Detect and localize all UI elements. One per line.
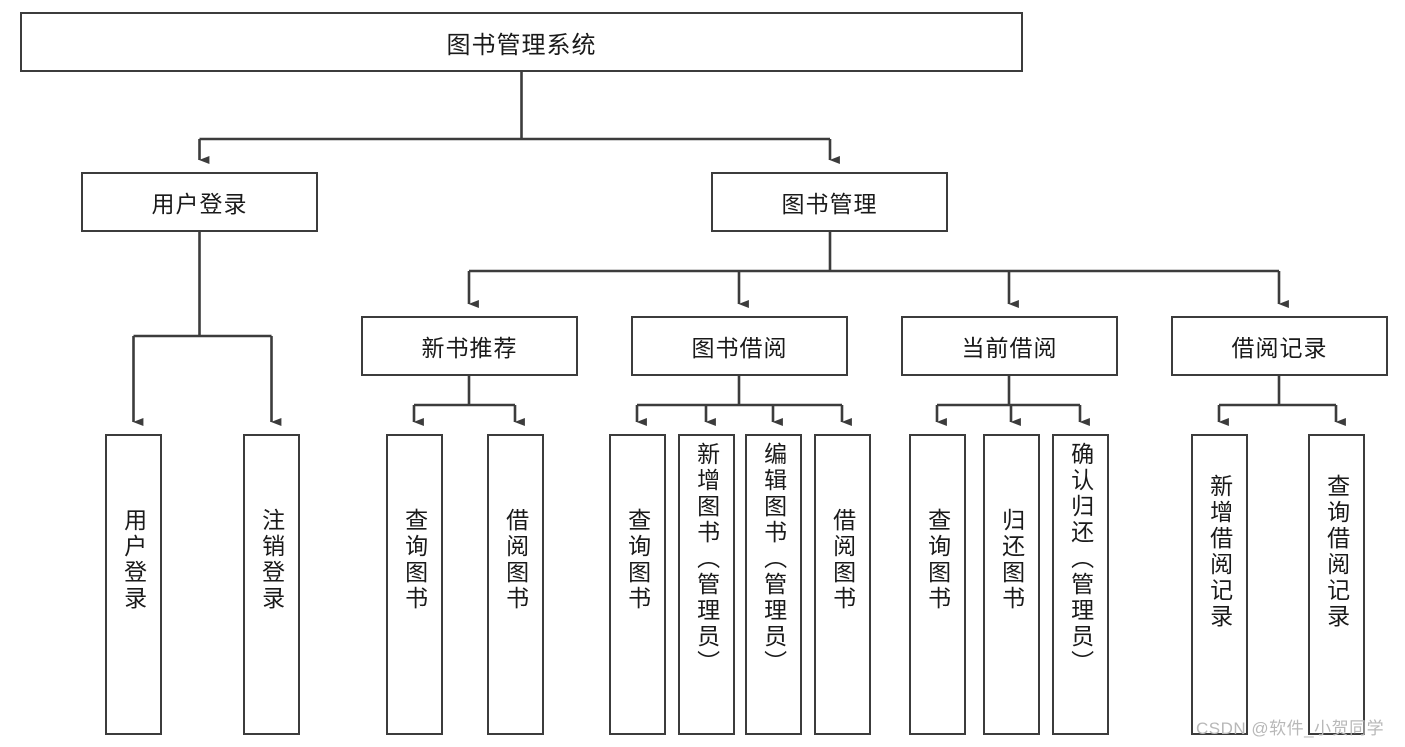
csdn-watermark: CSDN @软件_小贺同学 [1196,719,1385,738]
node-current-borrow-label: 当前借阅 [961,335,1058,361]
node-root[interactable]: 图书管理系统 [20,12,1023,72]
leaf-query-book-rec-label: 查询图书 [401,508,428,612]
node-new-book-recommend[interactable]: 新书推荐 [361,316,578,376]
leaf-return-book-label: 归还图书 [998,508,1025,612]
node-user-login[interactable]: 用户登录 [81,172,318,232]
leaf-query-book-rec[interactable]: 查询图书 [386,434,443,735]
leaf-borrow-book-rec-label: 借阅图书 [502,508,529,612]
leaf-query-book-borrow[interactable]: 查询图书 [609,434,666,735]
leaf-add-borrow-record-label: 新增借阅记录 [1206,474,1233,630]
node-book-management[interactable]: 图书管理 [711,172,948,232]
node-borrow-record-label: 借阅记录 [1231,335,1328,361]
node-current-borrow[interactable]: 当前借阅 [901,316,1118,376]
leaf-query-borrow-record-label: 查询借阅记录 [1323,474,1350,630]
leaf-borrow-book[interactable]: 借阅图书 [814,434,871,735]
node-root-label: 图书管理系统 [446,31,597,59]
node-book-borrow-label: 图书借阅 [691,335,788,361]
node-new-book-recommend-label: 新书推荐 [421,335,518,361]
leaf-logout[interactable]: 注销登录 [243,434,300,735]
leaf-add-borrow-record[interactable]: 新增借阅记录 [1191,434,1248,735]
leaf-query-book-borrow-label: 查询图书 [624,508,651,612]
leaf-edit-book-label: 编辑图书（管理员） [760,442,787,676]
leaf-query-book-current[interactable]: 查询图书 [909,434,966,735]
leaf-query-borrow-record[interactable]: 查询借阅记录 [1308,434,1365,735]
node-book-management-label: 图书管理 [781,191,878,217]
leaf-query-book-current-label: 查询图书 [924,508,951,612]
leaf-user-login-label: 用户登录 [120,508,147,612]
leaf-confirm-return-label: 确认归还（管理员） [1067,442,1094,676]
node-borrow-record[interactable]: 借阅记录 [1171,316,1388,376]
node-user-login-label: 用户登录 [151,191,248,217]
node-book-borrow[interactable]: 图书借阅 [631,316,848,376]
leaf-borrow-book-label: 借阅图书 [829,508,856,612]
leaf-logout-label: 注销登录 [258,508,285,612]
leaf-return-book[interactable]: 归还图书 [983,434,1040,735]
leaf-confirm-return[interactable]: 确认归还（管理员） [1052,434,1109,735]
leaf-edit-book[interactable]: 编辑图书（管理员） [745,434,802,735]
leaf-user-login[interactable]: 用户登录 [105,434,162,735]
leaf-add-book-label: 新增图书（管理员） [693,442,720,676]
leaf-add-book[interactable]: 新增图书（管理员） [678,434,735,735]
leaf-borrow-book-rec[interactable]: 借阅图书 [487,434,544,735]
